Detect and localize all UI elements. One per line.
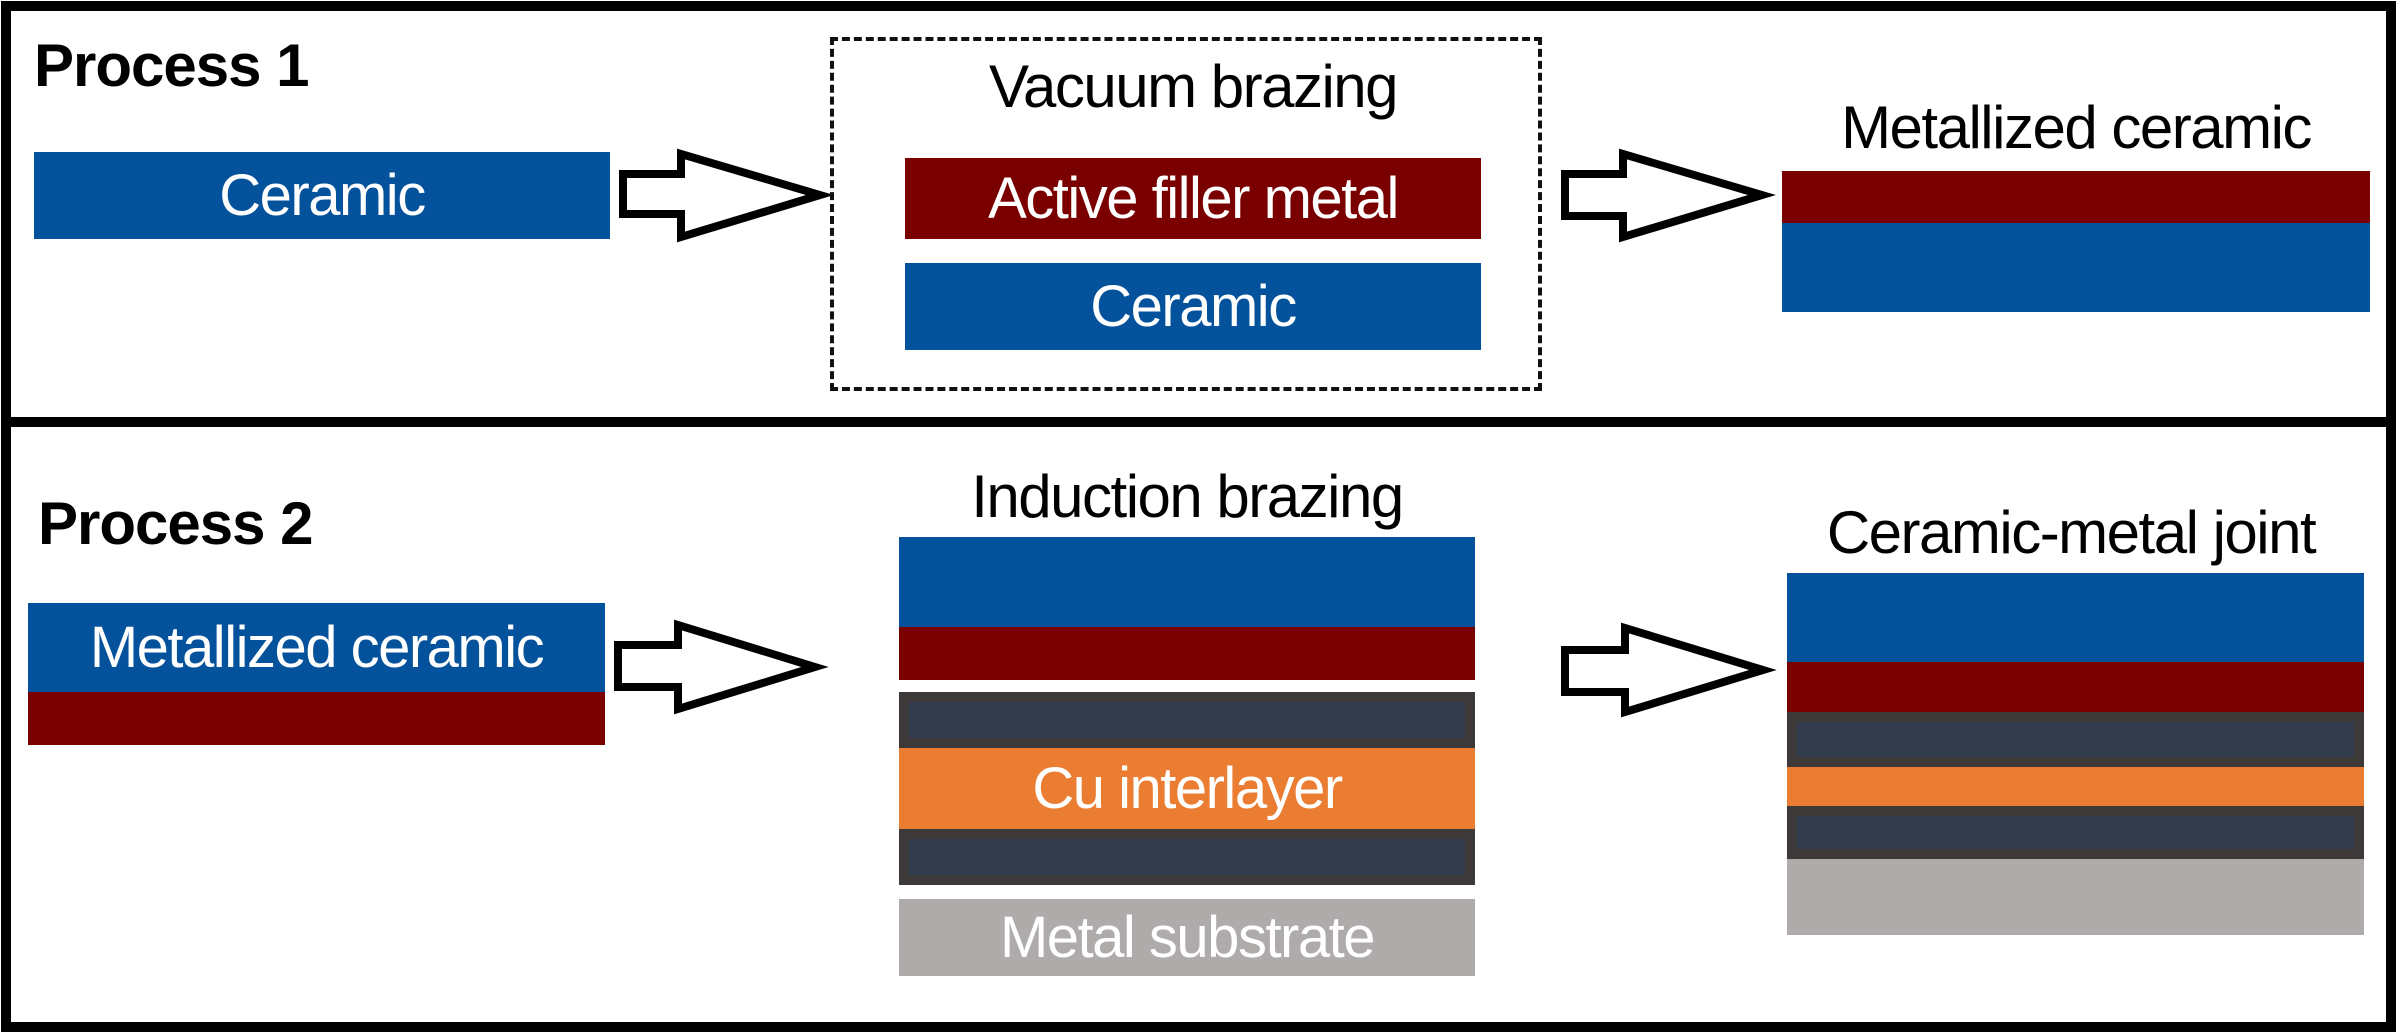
induction-reaction-layer-bottom [899, 829, 1475, 885]
metal-substrate-label: Metal substrate [999, 905, 1376, 970]
vacuum-ceramic-label: Ceramic [1090, 274, 1297, 339]
metallized-filler-layer [1782, 171, 2370, 223]
reaction-layer-inner [1797, 722, 2354, 757]
vacuum-ceramic-layer: Ceramic [905, 263, 1481, 350]
panel-divider [1, 417, 2396, 427]
right-arrow-icon [614, 619, 829, 715]
joint-metal-substrate-layer [1787, 859, 2364, 935]
cu-interlayer: Cu interlayer [899, 748, 1475, 829]
process1-panel: Process 1 Ceramic Vacuum brazing Active … [0, 0, 2400, 420]
reaction-layer-inner [909, 702, 1465, 738]
process2-input-label: Metallized ceramic [89, 615, 545, 680]
reaction-layer-inner [1797, 816, 2354, 849]
ceramic-metal-joint-title: Ceramic-metal joint [1826, 499, 2317, 566]
process2-input-filler [28, 692, 605, 745]
active-filler-metal-layer: Active filler metal [905, 158, 1481, 239]
right-arrow-icon [1561, 148, 1776, 243]
process2-title: Process 2 [38, 490, 314, 557]
vacuum-brazing-title: Vacuum brazing [988, 53, 1399, 120]
joint-ceramic-layer [1787, 573, 2364, 662]
induction-brazing-title: Induction brazing [971, 463, 1404, 530]
joint-reaction-layer-bottom [1787, 806, 2364, 859]
process2-input-ceramic: Metallized ceramic [28, 603, 605, 692]
joint-cu-layer [1787, 767, 2364, 806]
induction-ceramic-layer [899, 537, 1475, 627]
process2-panel: Process 2 Metallized ceramic Induction b… [0, 427, 2400, 1027]
process1-input-ceramic: Ceramic [34, 152, 610, 239]
cu-interlayer-label: Cu interlayer [1032, 756, 1343, 821]
metal-substrate-layer: Metal substrate [899, 899, 1475, 976]
reaction-layer-inner [909, 839, 1465, 875]
active-filler-metal-label: Active filler metal [988, 166, 1399, 231]
vacuum-brazing-box [830, 37, 1542, 391]
right-arrow-icon [1561, 622, 1777, 718]
joint-filler-layer [1787, 662, 2364, 712]
process1-title: Process 1 [34, 32, 310, 99]
induction-filler-layer [899, 627, 1475, 680]
right-arrow-icon [619, 148, 834, 243]
metallized-ceramic-title: Metallized ceramic [1841, 94, 2312, 161]
joint-reaction-layer-top [1787, 712, 2364, 767]
process1-input-label: Ceramic [219, 163, 426, 228]
induction-reaction-layer-top [899, 692, 1475, 748]
metallized-ceramic-layer [1782, 223, 2370, 312]
